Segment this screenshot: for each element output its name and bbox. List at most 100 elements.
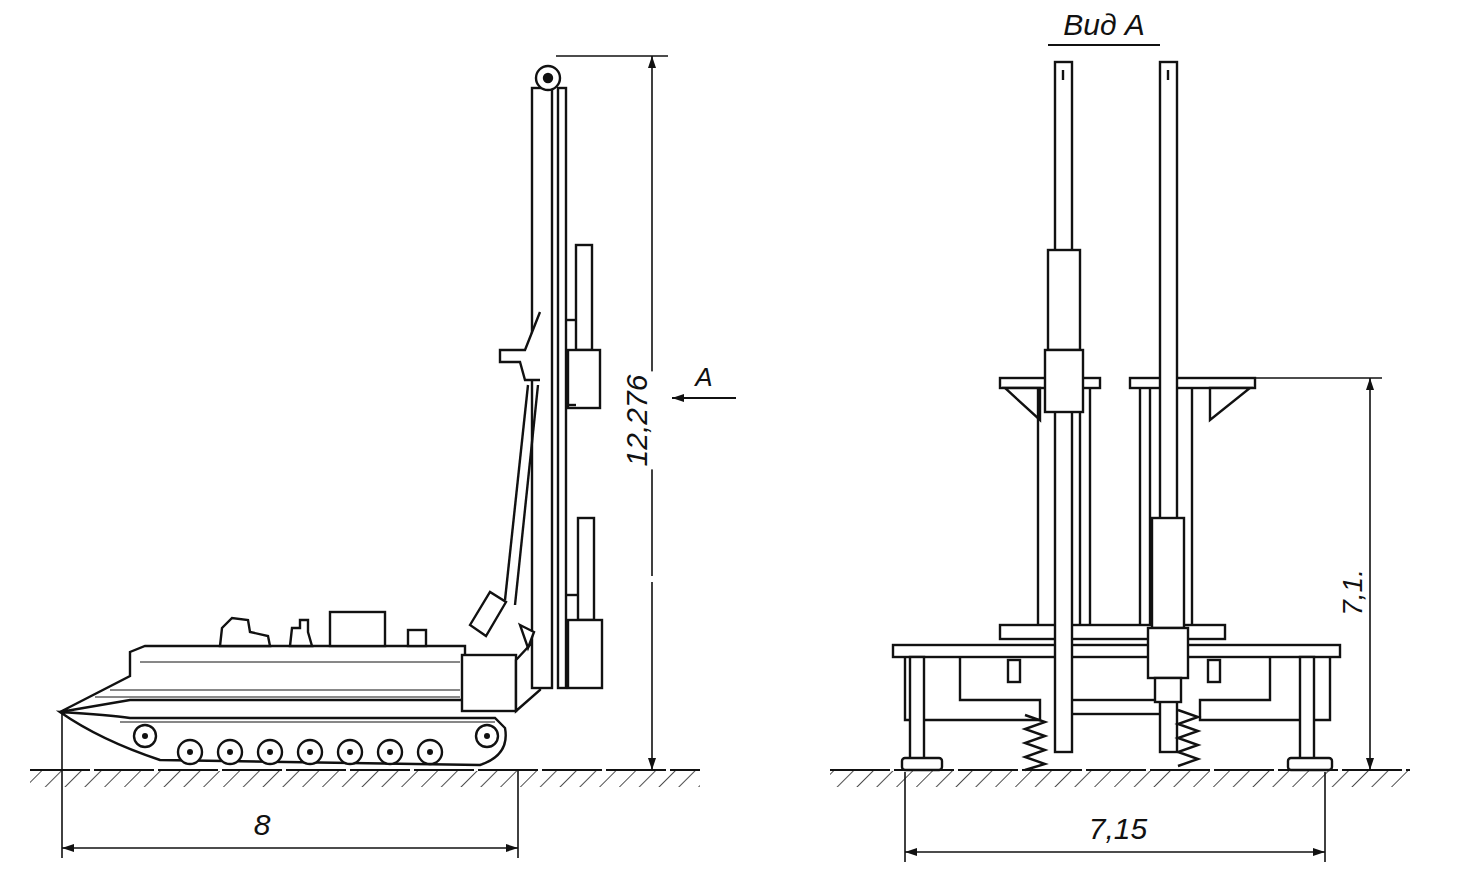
dimension-lines-right-part bbox=[904, 772, 906, 862]
tracked-chassis-part bbox=[338, 740, 362, 764]
front-view-machine-part bbox=[1000, 625, 1225, 639]
tracked-chassis-part bbox=[120, 721, 495, 722]
tracked-chassis-part-part bbox=[227, 749, 233, 755]
ground-left-part bbox=[30, 771, 700, 787]
tracked-chassis-part-part bbox=[307, 749, 313, 755]
tracked-chassis-part-part bbox=[387, 749, 393, 755]
front-view-machine-part bbox=[1155, 678, 1181, 702]
dimension-lines-left-part bbox=[62, 847, 518, 849]
tracked-chassis-part bbox=[140, 662, 460, 663]
ground-left bbox=[30, 770, 700, 787]
ground-right-part bbox=[830, 771, 1410, 787]
pile-driver-mast-part bbox=[558, 88, 566, 688]
tracked-chassis-part-part bbox=[427, 749, 433, 755]
tracked-chassis-part-part bbox=[484, 733, 490, 739]
pile-driver-mast-part bbox=[566, 404, 576, 406]
dimension-lines-left-part bbox=[517, 770, 519, 858]
view-arrow-letter: A bbox=[695, 363, 712, 392]
pile-driver-mast-part bbox=[578, 518, 594, 620]
view-title: Вид А bbox=[1063, 8, 1145, 41]
tracked-chassis-part-part bbox=[187, 749, 193, 755]
dimension-lines-right-part bbox=[1256, 377, 1382, 379]
tracked-chassis-part bbox=[298, 740, 322, 764]
pile-driver-mast-part bbox=[576, 245, 592, 350]
dimension-lines-left-part bbox=[672, 397, 736, 399]
tracked-chassis-part bbox=[462, 655, 516, 711]
dimension-lines-right-part bbox=[1369, 378, 1371, 770]
pile-driver-mast-part bbox=[566, 594, 578, 596]
dimension-lines-right-part bbox=[1048, 44, 1160, 46]
front-view-machine-part bbox=[893, 645, 1340, 657]
front-view-machine-part bbox=[1037, 388, 1039, 628]
front-view-machine-part bbox=[1025, 715, 1045, 770]
dimension-lines-right-part bbox=[905, 851, 1325, 853]
front-view-machine bbox=[893, 62, 1340, 770]
pile-driver-mast-part bbox=[532, 88, 552, 688]
dimension-lines-right bbox=[905, 45, 1382, 862]
front-view-machine-part bbox=[1178, 710, 1198, 766]
ground-right bbox=[830, 770, 1410, 787]
tracked-chassis-part bbox=[178, 740, 202, 764]
pile-driver-mast-part bbox=[500, 312, 540, 380]
front-view-machine-part bbox=[1005, 388, 1040, 420]
dimension-label: 7,15 bbox=[1089, 812, 1147, 845]
dimension-label: 12,276 bbox=[620, 371, 653, 469]
front-view-machine-part bbox=[1045, 350, 1083, 412]
pile-driver-mast-part bbox=[515, 385, 538, 605]
front-view-machine-part bbox=[1130, 378, 1255, 388]
dimension-lines-left-part bbox=[61, 712, 63, 858]
pile-driver-mast-part bbox=[568, 350, 600, 408]
pile-driver-mast bbox=[470, 66, 602, 688]
tracked-chassis-part bbox=[142, 733, 490, 755]
tracked-chassis-part-part bbox=[267, 749, 273, 755]
front-view-machine-part bbox=[1089, 388, 1091, 628]
tracked-chassis-part bbox=[476, 725, 498, 747]
pile-driver-mast-part bbox=[470, 592, 506, 636]
tracked-chassis-part bbox=[220, 618, 270, 646]
dimension-lines-left bbox=[62, 56, 736, 858]
front-view-machine-part bbox=[1079, 388, 1081, 628]
front-view-machine-part bbox=[905, 657, 1040, 720]
pile-driver-mast-part bbox=[505, 385, 528, 600]
pile-driver-mast-part bbox=[566, 319, 576, 321]
tracked-chassis-part bbox=[218, 740, 242, 764]
tracked-chassis-part bbox=[110, 690, 460, 691]
tracked-chassis-part bbox=[408, 630, 426, 646]
tracked-chassis-part-part bbox=[347, 749, 353, 755]
tracked-chassis-part bbox=[290, 620, 312, 646]
tracked-chassis-part bbox=[134, 725, 156, 747]
tracked-chassis-part bbox=[60, 712, 506, 765]
ground-left-part bbox=[30, 769, 700, 771]
dimension-lines-right-part bbox=[1324, 772, 1326, 862]
pile-driver-mast-part bbox=[544, 74, 552, 82]
tracked-chassis-part bbox=[378, 740, 402, 764]
front-view-machine-part bbox=[1208, 660, 1220, 682]
front-view-machine-part bbox=[1152, 518, 1184, 628]
front-view-machine-part bbox=[1210, 388, 1250, 420]
front-view-machine-part bbox=[1048, 250, 1080, 350]
dimension-label: 8 bbox=[254, 808, 271, 841]
pile-driver-mast-part bbox=[536, 66, 560, 90]
tracked-chassis-part bbox=[95, 697, 460, 698]
front-view-machine-part bbox=[1062, 70, 1064, 80]
front-view-machine-part bbox=[1008, 660, 1020, 682]
tracked-chassis bbox=[60, 612, 540, 765]
tracked-chassis-part bbox=[258, 740, 282, 764]
front-view-machine-part bbox=[910, 657, 924, 760]
front-view-machine-part bbox=[1300, 657, 1314, 760]
front-view-machine-part bbox=[1167, 70, 1169, 80]
tracked-chassis-part bbox=[60, 646, 465, 712]
front-view-machine-part bbox=[1288, 758, 1332, 770]
tracked-chassis-part bbox=[418, 740, 442, 764]
dimension-label: 7,1. bbox=[1338, 566, 1369, 619]
pile-driver-mast-part bbox=[568, 620, 602, 688]
pile-driver-mast-part bbox=[520, 625, 534, 648]
front-view-machine-part bbox=[1139, 388, 1141, 628]
front-view-machine-part bbox=[1191, 388, 1193, 628]
front-view-machine-part bbox=[902, 758, 942, 770]
tracked-chassis-part bbox=[330, 612, 385, 646]
front-view-machine-part bbox=[1148, 628, 1188, 678]
front-view-machine-part bbox=[1060, 700, 1170, 714]
tracked-chassis-part-part bbox=[142, 733, 148, 739]
